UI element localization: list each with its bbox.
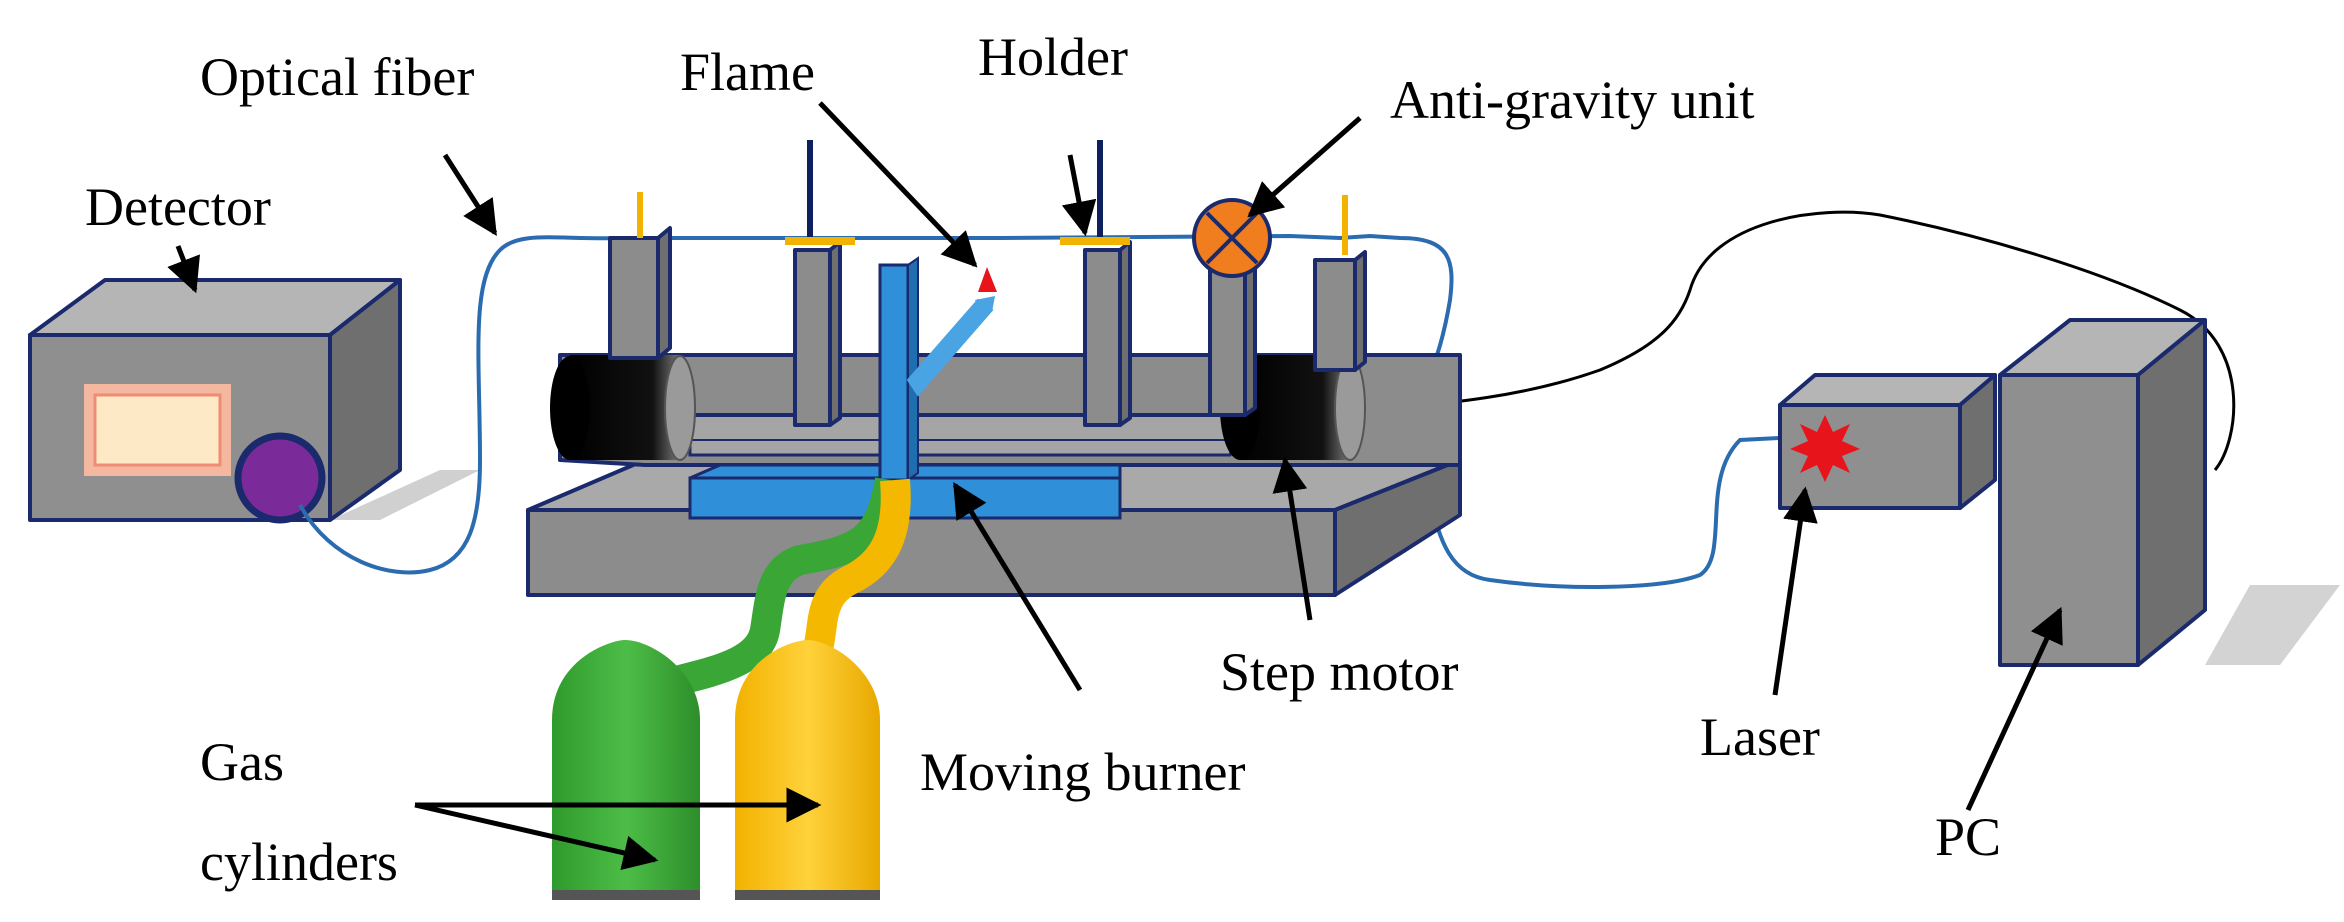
holder-post-4 <box>1208 256 1257 417</box>
label-optical-fiber: Optical fiber <box>200 47 474 107</box>
arrow-optical-fiber <box>442 153 498 236</box>
step-motor-left <box>550 355 696 461</box>
arrow-detector <box>167 245 200 294</box>
anti-gravity-unit <box>1192 198 1272 278</box>
label-cylinders: cylinders <box>200 832 398 892</box>
label-holder: Holder <box>978 27 1128 87</box>
flame-icon <box>978 267 997 292</box>
label-flame: Flame <box>680 42 815 102</box>
detector-box <box>28 278 402 524</box>
holder-post-3 <box>1060 140 1132 427</box>
arrow-holder <box>1061 154 1097 237</box>
step-motor-right <box>1220 355 1366 461</box>
detector-knob <box>234 432 326 524</box>
pc-tower <box>1998 318 2207 667</box>
label-step-motor: Step motor <box>1220 642 1459 702</box>
label-laser: Laser <box>1700 707 1820 767</box>
label-moving-burner: Moving burner <box>920 742 1245 802</box>
arrow-pc <box>1965 606 2063 812</box>
gas-cylinder-green <box>552 640 700 900</box>
arrow-laser <box>1772 486 1818 696</box>
laser-box <box>1778 373 1997 510</box>
detector-shadow <box>330 470 480 520</box>
optical-fiber-line <box>298 233 1801 589</box>
holder-post-2 <box>785 140 855 427</box>
gas-cylinder-yellow <box>735 640 880 900</box>
arrow-anti-gravity <box>1247 116 1362 218</box>
laser-star-icon <box>1790 415 1860 482</box>
arrow-step-motor <box>1272 456 1313 621</box>
holder-post-5 <box>1313 195 1367 372</box>
label-anti-gravity-unit: Anti-gravity unit <box>1390 70 1754 130</box>
pc-shadow <box>2205 585 2340 665</box>
arrow-gas-cylinders-1 <box>414 802 659 871</box>
label-pc: PC <box>1935 807 2001 867</box>
arrow-moving-burner <box>952 482 1083 692</box>
holder-post-1 <box>608 192 672 360</box>
label-detector: Detector <box>85 177 271 237</box>
label-gas: Gas <box>200 732 284 792</box>
arrow-flame <box>818 101 978 268</box>
